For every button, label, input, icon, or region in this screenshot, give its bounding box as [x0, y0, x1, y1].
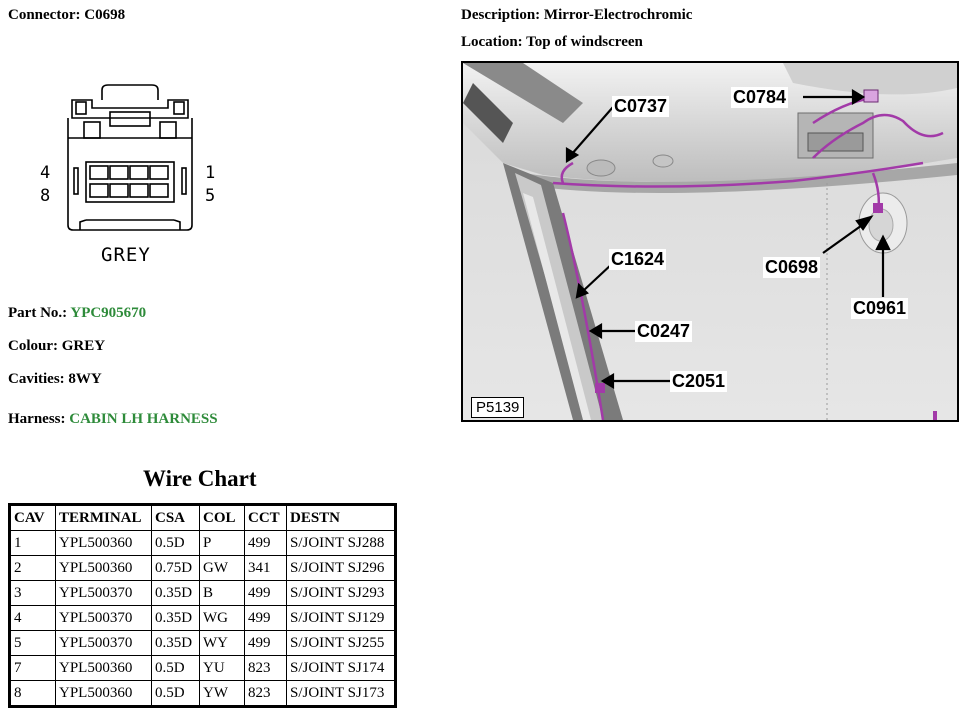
- part-no-line: Part No.: YPC905670: [8, 305, 146, 322]
- connector-heading: Connector: C0698: [8, 7, 125, 24]
- table-row: 3 YPL500370 0.35D B 499 S/JOINT SJ293: [9, 580, 396, 606]
- harness-label: Harness:: [8, 411, 66, 427]
- cell-cct: 823: [244, 655, 287, 681]
- callout-c2051: C2051: [670, 371, 728, 392]
- cell-csa: 0.35D: [151, 605, 200, 631]
- cell-cav: 2: [9, 555, 56, 581]
- description-value: Mirror-Electrochromic: [543, 7, 693, 23]
- pin-label-1: 1: [205, 163, 216, 183]
- photo-reference: P5139: [471, 397, 525, 418]
- cell-csa: 0.5D: [151, 530, 200, 556]
- cell-csa: 0.35D: [151, 630, 200, 656]
- cell-cct: 499: [244, 580, 287, 606]
- cavities-line: Cavities: 8WY: [8, 371, 102, 388]
- callout-c0961: C0961: [851, 298, 909, 319]
- cell-destn: S/JOINT SJ288: [286, 530, 396, 556]
- cell-cav: 1: [9, 530, 56, 556]
- colour-label: Colour:: [8, 338, 58, 354]
- location-label: Location:: [461, 34, 523, 50]
- cell-destn: S/JOINT SJ255: [286, 630, 396, 656]
- callout-c0698: C0698: [763, 257, 821, 278]
- cell-cav: 7: [9, 655, 56, 681]
- cell-csa: 0.5D: [151, 655, 200, 681]
- cell-destn: S/JOINT SJ173: [286, 680, 396, 707]
- connector-label: Connector:: [8, 7, 81, 23]
- table-row: 7 YPL500360 0.5D YU 823 S/JOINT SJ174: [9, 655, 396, 681]
- table-row: 5 YPL500370 0.35D WY 499 S/JOINT SJ255: [9, 630, 396, 656]
- cell-destn: S/JOINT SJ129: [286, 605, 396, 631]
- cavities-value: 8WY: [68, 371, 102, 387]
- cell-terminal: YPL500360: [55, 530, 152, 556]
- location-photo-illustration: [463, 63, 957, 420]
- location-heading: Location: Top of windscreen: [461, 34, 643, 51]
- cell-cct: 499: [244, 630, 287, 656]
- table-row: 1 YPL500360 0.5D P 499 S/JOINT SJ288: [9, 530, 396, 556]
- cell-cct: 823: [244, 680, 287, 707]
- table-row: 2 YPL500360 0.75D GW 341 S/JOINT SJ296: [9, 555, 396, 581]
- connector-face-diagram: [67, 84, 193, 231]
- cell-terminal: YPL500370: [55, 580, 152, 606]
- cell-terminal: YPL500360: [55, 680, 152, 707]
- callout-c0247: C0247: [635, 321, 693, 342]
- table-row: 8 YPL500360 0.5D YW 823 S/JOINT SJ173: [9, 680, 396, 707]
- cell-col: WG: [199, 605, 245, 631]
- part-no-label: Part No.:: [8, 305, 68, 321]
- connector-colour-label: GREY: [101, 244, 151, 266]
- header-cct: CCT: [244, 504, 287, 531]
- table-header-row: CAV TERMINAL CSA COL CCT DESTN: [9, 504, 396, 531]
- wire-chart-title: Wire Chart: [143, 466, 257, 491]
- harness-line: Harness: CABIN LH HARNESS: [8, 411, 218, 428]
- header-col: COL: [199, 504, 245, 531]
- callout-c0737: C0737: [612, 96, 670, 117]
- callout-c1624: C1624: [609, 249, 667, 270]
- cell-csa: 0.35D: [151, 580, 200, 606]
- wire-chart-table: CAV TERMINAL CSA COL CCT DESTN 1 YPL5003…: [8, 503, 397, 708]
- cell-col: B: [199, 580, 245, 606]
- cell-cav: 5: [9, 630, 56, 656]
- connector-value: C0698: [84, 7, 126, 23]
- cell-col: YU: [199, 655, 245, 681]
- cavities-label: Cavities:: [8, 371, 65, 387]
- pin-label-5: 5: [205, 186, 216, 206]
- cell-col: P: [199, 530, 245, 556]
- cell-destn: S/JOINT SJ174: [286, 655, 396, 681]
- location-photo: C0737 C0784 C1624 C0247 C2051 C0698 C096…: [461, 61, 959, 422]
- cell-col: YW: [199, 680, 245, 707]
- callout-c0784: C0784: [731, 87, 789, 108]
- cell-terminal: YPL500360: [55, 655, 152, 681]
- cell-cct: 341: [244, 555, 287, 581]
- cell-cct: 499: [244, 605, 287, 631]
- cell-cav: 8: [9, 680, 56, 707]
- cell-destn: S/JOINT SJ296: [286, 555, 396, 581]
- description-heading: Description: Mirror-Electrochromic: [461, 7, 692, 24]
- cell-cav: 3: [9, 580, 56, 606]
- header-terminal: TERMINAL: [55, 504, 152, 531]
- cell-col: GW: [199, 555, 245, 581]
- cell-terminal: YPL500370: [55, 630, 152, 656]
- pin-label-8: 8: [40, 186, 51, 206]
- cell-terminal: YPL500360: [55, 555, 152, 581]
- cell-terminal: YPL500370: [55, 605, 152, 631]
- part-no-value: YPC905670: [70, 305, 147, 321]
- header-csa: CSA: [151, 504, 200, 531]
- header-cav: CAV: [9, 504, 56, 531]
- cell-destn: S/JOINT SJ293: [286, 580, 396, 606]
- cell-cct: 499: [244, 530, 287, 556]
- description-label: Description:: [461, 7, 541, 23]
- header-destn: DESTN: [286, 504, 396, 531]
- cell-csa: 0.75D: [151, 555, 200, 581]
- pin-label-4: 4: [40, 163, 51, 183]
- table-row: 4 YPL500370 0.35D WG 499 S/JOINT SJ129: [9, 605, 396, 631]
- cell-csa: 0.5D: [151, 680, 200, 707]
- harness-value: CABIN LH HARNESS: [69, 411, 218, 427]
- cell-col: WY: [199, 630, 245, 656]
- colour-value: GREY: [61, 338, 106, 354]
- colour-line: Colour: GREY: [8, 338, 105, 355]
- location-value: Top of windscreen: [526, 34, 643, 50]
- cell-cav: 4: [9, 605, 56, 631]
